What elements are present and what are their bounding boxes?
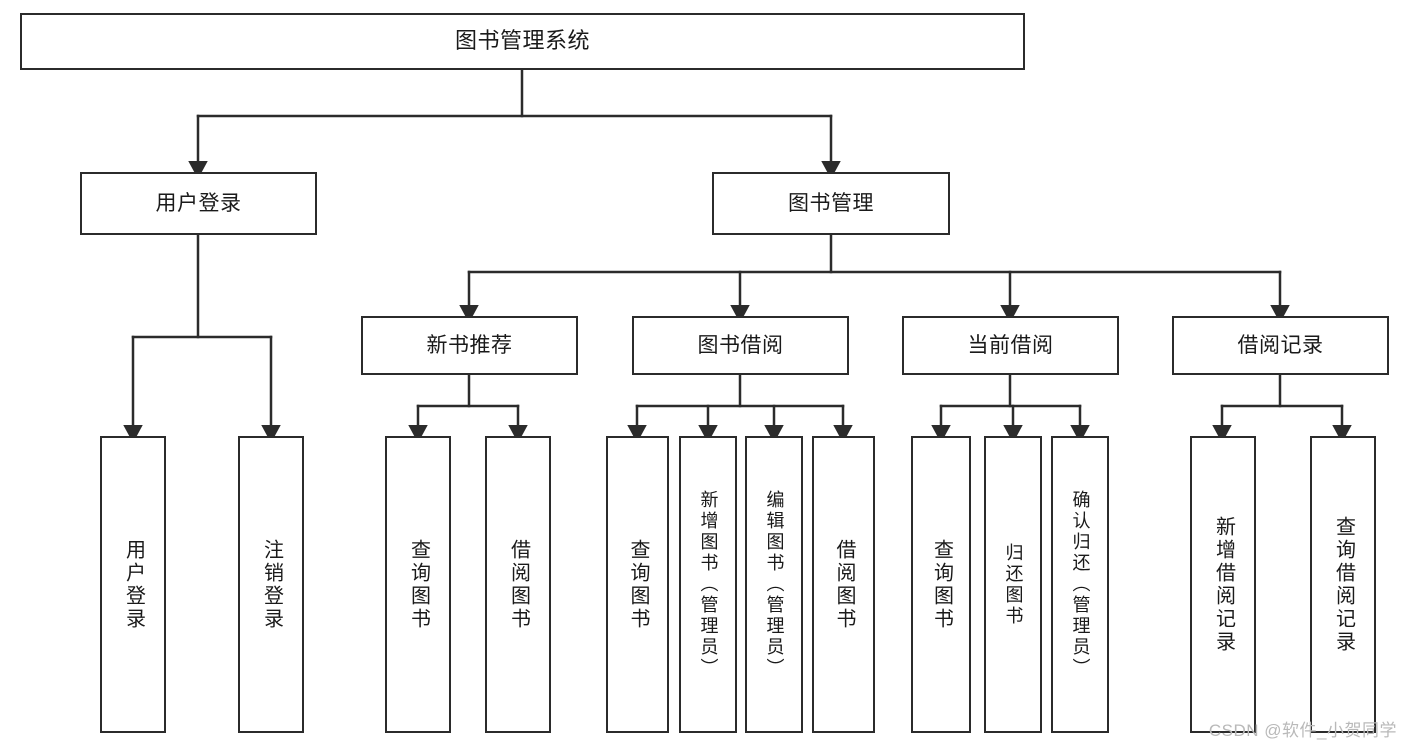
node-root-label: 图书管理系统 [454,28,590,54]
node-borrow-record[interactable]: 借阅记录 [1172,316,1389,375]
node-new-book-recommend[interactable]: 新书推荐 [361,316,578,375]
node-leaf-logout-login[interactable]: 注销登录 [238,436,304,733]
node-leaf-logout-login-label: 注销登录 [260,538,283,631]
node-leaf-add-borrow-record[interactable]: 新增借阅记录 [1190,436,1256,733]
node-leaf-edit-book[interactable]: 编辑图书（管理员） [745,436,803,733]
node-leaf-query-borrow-record-label: 查询借阅记录 [1332,515,1355,654]
node-leaf-query-book-3-label: 查询图书 [930,538,953,631]
node-leaf-query-book-1[interactable]: 查询图书 [385,436,451,733]
node-leaf-query-book-1-label: 查询图书 [407,538,430,631]
node-leaf-borrow-book-1[interactable]: 借阅图书 [485,436,551,733]
node-user-login[interactable]: 用户登录 [80,172,317,235]
node-leaf-query-borrow-record[interactable]: 查询借阅记录 [1310,436,1376,733]
node-leaf-query-book-2-label: 查询图书 [627,538,649,631]
node-leaf-query-book-3[interactable]: 查询图书 [911,436,971,733]
node-leaf-borrow-book-1-label: 借阅图书 [507,538,530,631]
node-leaf-borrow-book-2-label: 借阅图书 [833,538,855,631]
node-leaf-confirm-return-label: 确认归还（管理员） [1070,490,1091,679]
node-book-manage[interactable]: 图书管理 [712,172,950,235]
node-leaf-edit-book-label: 编辑图书（管理员） [764,490,785,679]
node-book-manage-label: 图书管理 [788,191,874,215]
node-leaf-add-book[interactable]: 新增图书（管理员） [679,436,737,733]
node-leaf-borrow-book-2[interactable]: 借阅图书 [812,436,875,733]
node-root[interactable]: 图书管理系统 [20,13,1025,70]
tree-connectors [123,68,1352,443]
node-leaf-add-book-label: 新增图书（管理员） [698,490,719,679]
node-leaf-confirm-return[interactable]: 确认归还（管理员） [1051,436,1109,733]
watermark-text: CSDN @软件_小贺同学 [1208,721,1397,740]
node-borrow-record-label: 借阅记录 [1237,333,1324,357]
node-current-borrow-label: 当前借阅 [967,333,1054,357]
node-current-borrow[interactable]: 当前借阅 [902,316,1119,375]
node-leaf-return-book-label: 归还图书 [1003,542,1024,627]
node-leaf-user-login-label: 用户登录 [122,538,145,631]
node-user-login-label: 用户登录 [155,191,242,215]
node-book-borrow-label: 图书借阅 [697,333,784,357]
node-book-borrow[interactable]: 图书借阅 [632,316,849,375]
node-leaf-user-login[interactable]: 用户登录 [100,436,166,733]
node-leaf-return-book[interactable]: 归还图书 [984,436,1042,733]
node-leaf-query-book-2[interactable]: 查询图书 [606,436,669,733]
node-new-book-recommend-label: 新书推荐 [426,333,513,357]
node-leaf-add-borrow-record-label: 新增借阅记录 [1212,515,1235,654]
